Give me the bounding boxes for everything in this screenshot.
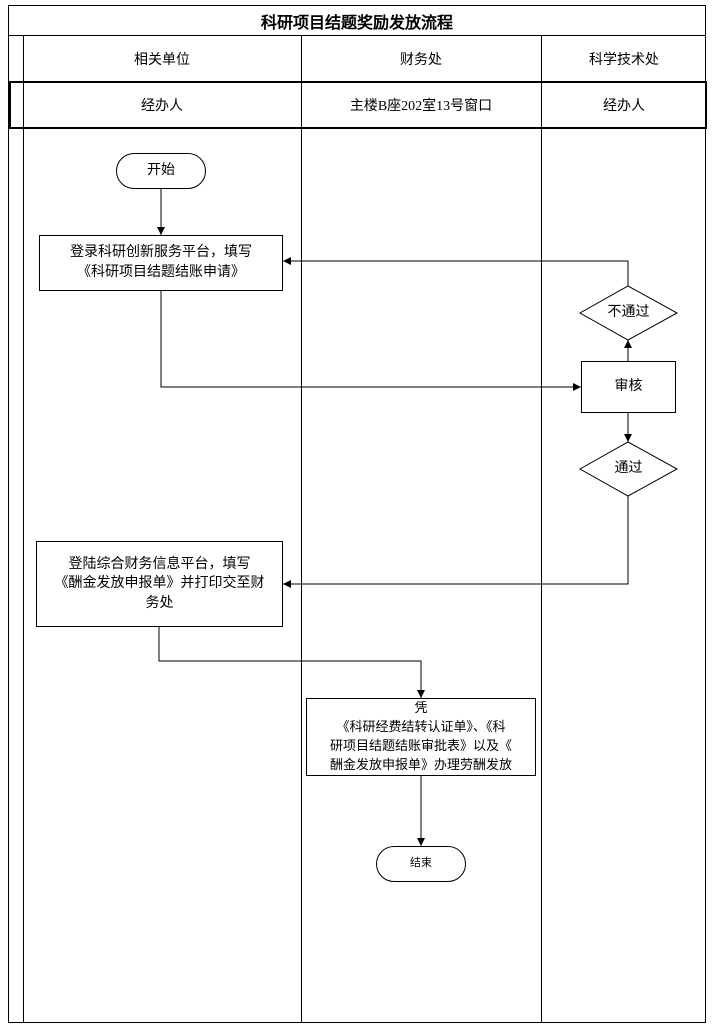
- page-title: 科研项目结题奖励发放流程: [9, 6, 705, 36]
- end-node: 结束: [376, 846, 466, 882]
- lane-subheader-finance: 主楼B座202室13号窗口: [349, 99, 493, 114]
- fill-payment-node: 登陆综合财务信息平台，填写 《酬金发放申报单》并打印交至财 务处: [36, 541, 283, 627]
- review-node: 审核: [581, 361, 676, 413]
- reject-label: 不通过: [607, 305, 650, 320]
- left-margin-divider: [23, 36, 24, 1022]
- lane-header-finance: 财务处: [400, 52, 442, 68]
- column-divider-1: [301, 36, 302, 1022]
- edge-approve-to-step2: [283, 496, 629, 588]
- lane-subheader-science: 经办人: [603, 99, 645, 114]
- edge-step1-to-review: [160, 290, 581, 391]
- flow-connectors: [157, 189, 679, 846]
- fill-settlement-node: 登录科研创新服务平台，填写 《科研项目结题结账申请》: [39, 235, 283, 291]
- flowchart-page: 科研项目结题奖励发放流程 相关单位 财务处 科学技术处 经办人 主楼B座202室…: [8, 5, 707, 1023]
- approve-label: 通过: [614, 461, 643, 476]
- process-payment-node: 凭 《科研经费结转认证单》、《科 研项目结题结账审批表》以及《 酬金发放申报单》…: [306, 698, 536, 776]
- reject-diamond: [578, 285, 679, 341]
- lane-subheader-unit: 经办人: [141, 99, 183, 114]
- lane-header-science: 科学技术处: [589, 52, 659, 68]
- edge-reject-to-step1: [283, 257, 629, 286]
- start-node: 开始: [116, 153, 206, 189]
- edge-step2-to-step3: [158, 627, 425, 698]
- approve-diamond: [578, 441, 679, 497]
- lane-header-unit: 相关单位: [134, 52, 190, 68]
- column-divider-2: [541, 36, 542, 1022]
- subheader-frame: [9, 81, 707, 129]
